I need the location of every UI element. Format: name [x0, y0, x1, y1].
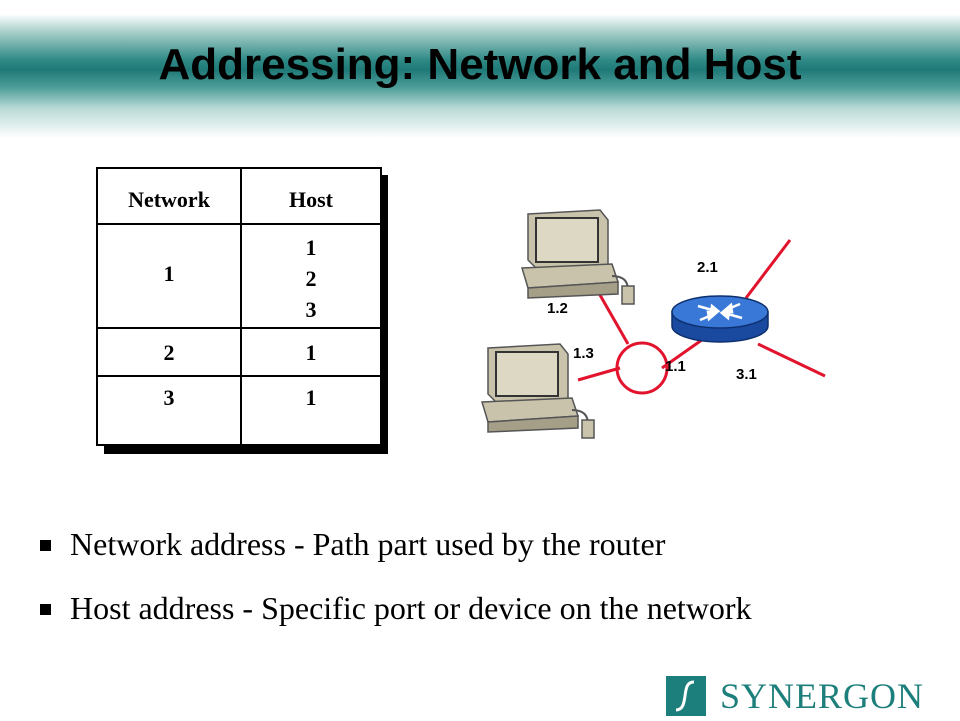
table-cell-host: 1 — [305, 235, 317, 260]
table-header-network: Network — [128, 187, 210, 212]
table-column-divider — [240, 169, 242, 444]
address-table: Network Host 1 1 2 3 2 1 3 1 — [96, 167, 382, 446]
label-pc-bottom: 1.3 — [573, 345, 594, 362]
bullet-text: Host address - Specific port or device o… — [70, 590, 752, 626]
label-pc-top: 1.2 — [547, 300, 568, 317]
table-cell-network: 1 — [163, 261, 175, 286]
link-router-net2 — [744, 239, 792, 299]
router-icon — [671, 295, 769, 343]
table-cell-network: 3 — [163, 385, 175, 410]
table-cell-network: 2 — [163, 340, 175, 365]
bullet-text: Network address - Path part used by the … — [70, 526, 666, 562]
router-arrows-icon — [697, 302, 743, 322]
table-cell-host: 3 — [305, 297, 317, 322]
slide-title: Addressing: Network and Host — [158, 40, 802, 89]
table-cell-host: 2 — [305, 266, 317, 291]
table-row-divider — [98, 375, 380, 377]
logo-mark-icon — [666, 676, 706, 716]
table-row-divider — [98, 327, 380, 329]
table-header-host: Host — [289, 187, 333, 212]
label-router-bottom: 3.1 — [736, 366, 757, 383]
synergon-logo: SYNERGON — [666, 676, 946, 716]
link-router-net3 — [757, 342, 826, 378]
workstation-bottom-icon — [481, 343, 595, 439]
link-pc-top-hub — [594, 287, 630, 345]
bullet-square-icon — [40, 540, 51, 551]
label-router-top: 2.1 — [697, 259, 718, 276]
title-band — [0, 0, 960, 140]
link-pc-bottom-hub — [577, 366, 621, 382]
table-header-divider — [98, 223, 380, 225]
logo-wordmark: SYNERGON — [720, 676, 925, 716]
bullet-square-icon — [40, 604, 51, 615]
table-cell-host: 1 — [305, 340, 317, 365]
hub-ring — [615, 341, 669, 395]
workstation-top-icon — [521, 209, 635, 305]
label-router-left: 1.1 — [665, 358, 686, 375]
table-cell-host: 1 — [305, 385, 317, 410]
